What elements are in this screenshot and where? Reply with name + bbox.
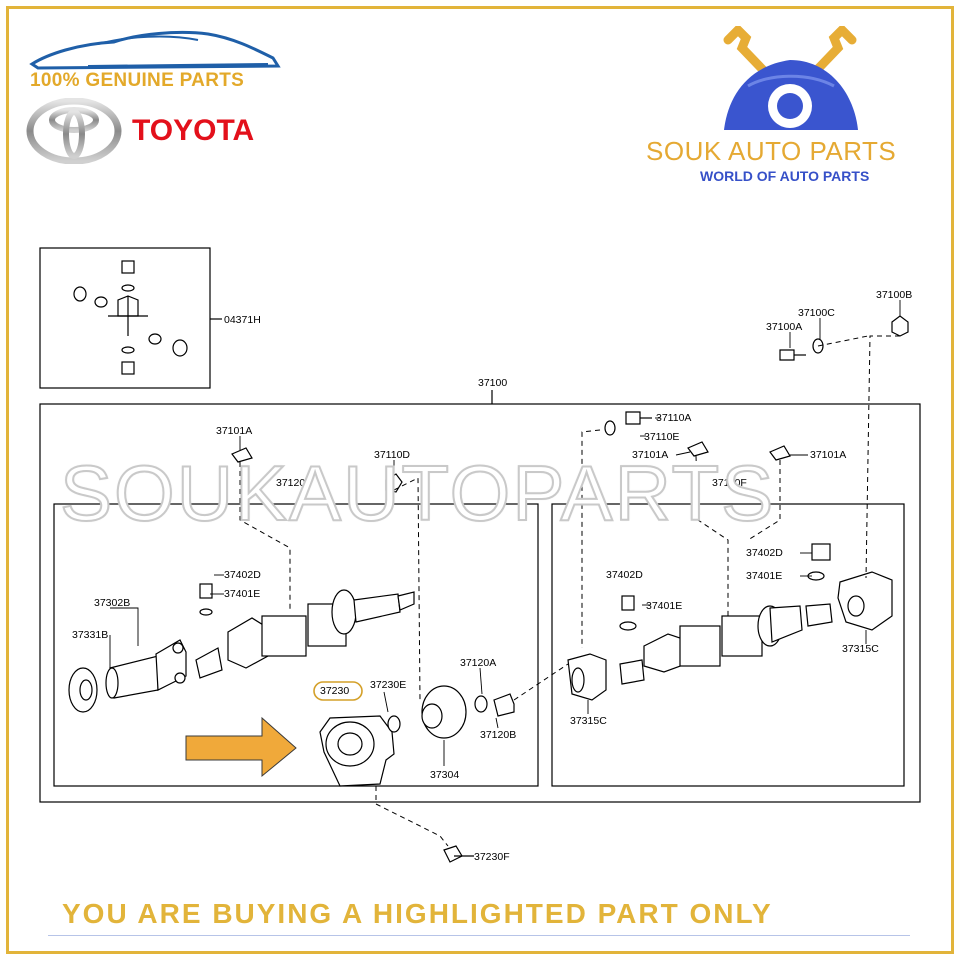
label-37230E: 37230E xyxy=(370,679,406,691)
label-37302B: 37302B xyxy=(94,597,130,609)
label-37402D-left: 37402D xyxy=(224,569,261,581)
souk-logo-icon xyxy=(723,26,858,130)
label-37230: 37230 xyxy=(320,685,349,697)
label-37100C: 37100C xyxy=(798,307,835,319)
front-shaft-box xyxy=(53,503,539,787)
label-37402D-right: 37402D xyxy=(746,547,783,559)
rear-shaft-parts xyxy=(567,543,893,701)
fasteners xyxy=(231,315,909,863)
highlight-arrow-icon xyxy=(185,716,297,778)
label-37331B: 37331B xyxy=(72,629,108,641)
label-37101A-right: 37101A xyxy=(810,449,846,461)
label-37120: 37120 xyxy=(276,477,305,489)
label-37401E-mid: 37401E xyxy=(646,600,682,612)
label-37120A: 37120A xyxy=(460,657,496,669)
outer-frame xyxy=(6,6,954,954)
front-shaft-parts xyxy=(68,583,515,787)
propeller-shaft-box xyxy=(39,403,921,803)
brand-name: TOYOTA xyxy=(132,114,255,147)
label-37110F: 37110F xyxy=(712,477,747,489)
footer-divider xyxy=(48,935,910,936)
highlight-notice: YOU ARE BUYING A HIGHLIGHTED PART ONLY xyxy=(62,898,773,929)
label-04371H: 04371H xyxy=(224,314,261,326)
label-37402D-mid: 37402D xyxy=(606,569,643,581)
watermark: SOUKAUTOPARTS xyxy=(59,448,776,538)
label-37100A: 37100A xyxy=(766,321,802,333)
label-37315C-right: 37315C xyxy=(842,643,879,655)
genuine-parts-label: 100% GENUINE PARTS xyxy=(30,70,245,91)
toyota-emblem-icon xyxy=(26,98,122,164)
rear-shaft-box xyxy=(551,503,905,787)
label-37101A-left: 37101A xyxy=(216,425,252,437)
car-silhouette-icon xyxy=(29,30,281,70)
shop-tagline: WORLD OF AUTO PARTS xyxy=(700,168,870,184)
spider-kit-parts xyxy=(73,260,188,375)
label-37101A-mid: 37101A xyxy=(632,449,668,461)
label-37100: 37100 xyxy=(478,377,507,389)
label-37304: 37304 xyxy=(430,769,459,781)
label-37110E: 37110E xyxy=(644,431,679,443)
label-37315C-mid: 37315C xyxy=(570,715,607,727)
shop-name: SOUK AUTO PARTS xyxy=(646,136,897,166)
label-37401E-left: 37401E xyxy=(224,588,260,600)
label-37100B: 37100B xyxy=(876,289,912,301)
label-37110A: 37110A xyxy=(656,412,691,424)
label-37230F: 37230F xyxy=(474,851,510,863)
label-37401E-right: 37401E xyxy=(746,570,782,582)
universal-joint-kit-box xyxy=(39,247,211,389)
label-37120B: 37120B xyxy=(480,729,516,741)
highlight-ring xyxy=(313,681,363,701)
label-37110D: 37110D xyxy=(374,449,410,461)
